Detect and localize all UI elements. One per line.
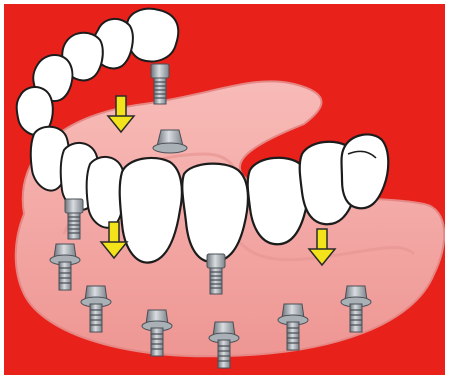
tooth-icon bbox=[342, 134, 389, 208]
dental-implant-illustration bbox=[4, 4, 445, 375]
implant-screw-icon bbox=[65, 199, 83, 239]
implant-screw-icon bbox=[207, 254, 225, 294]
implant-screw-icon bbox=[151, 64, 169, 104]
tooth-icon bbox=[127, 9, 178, 62]
